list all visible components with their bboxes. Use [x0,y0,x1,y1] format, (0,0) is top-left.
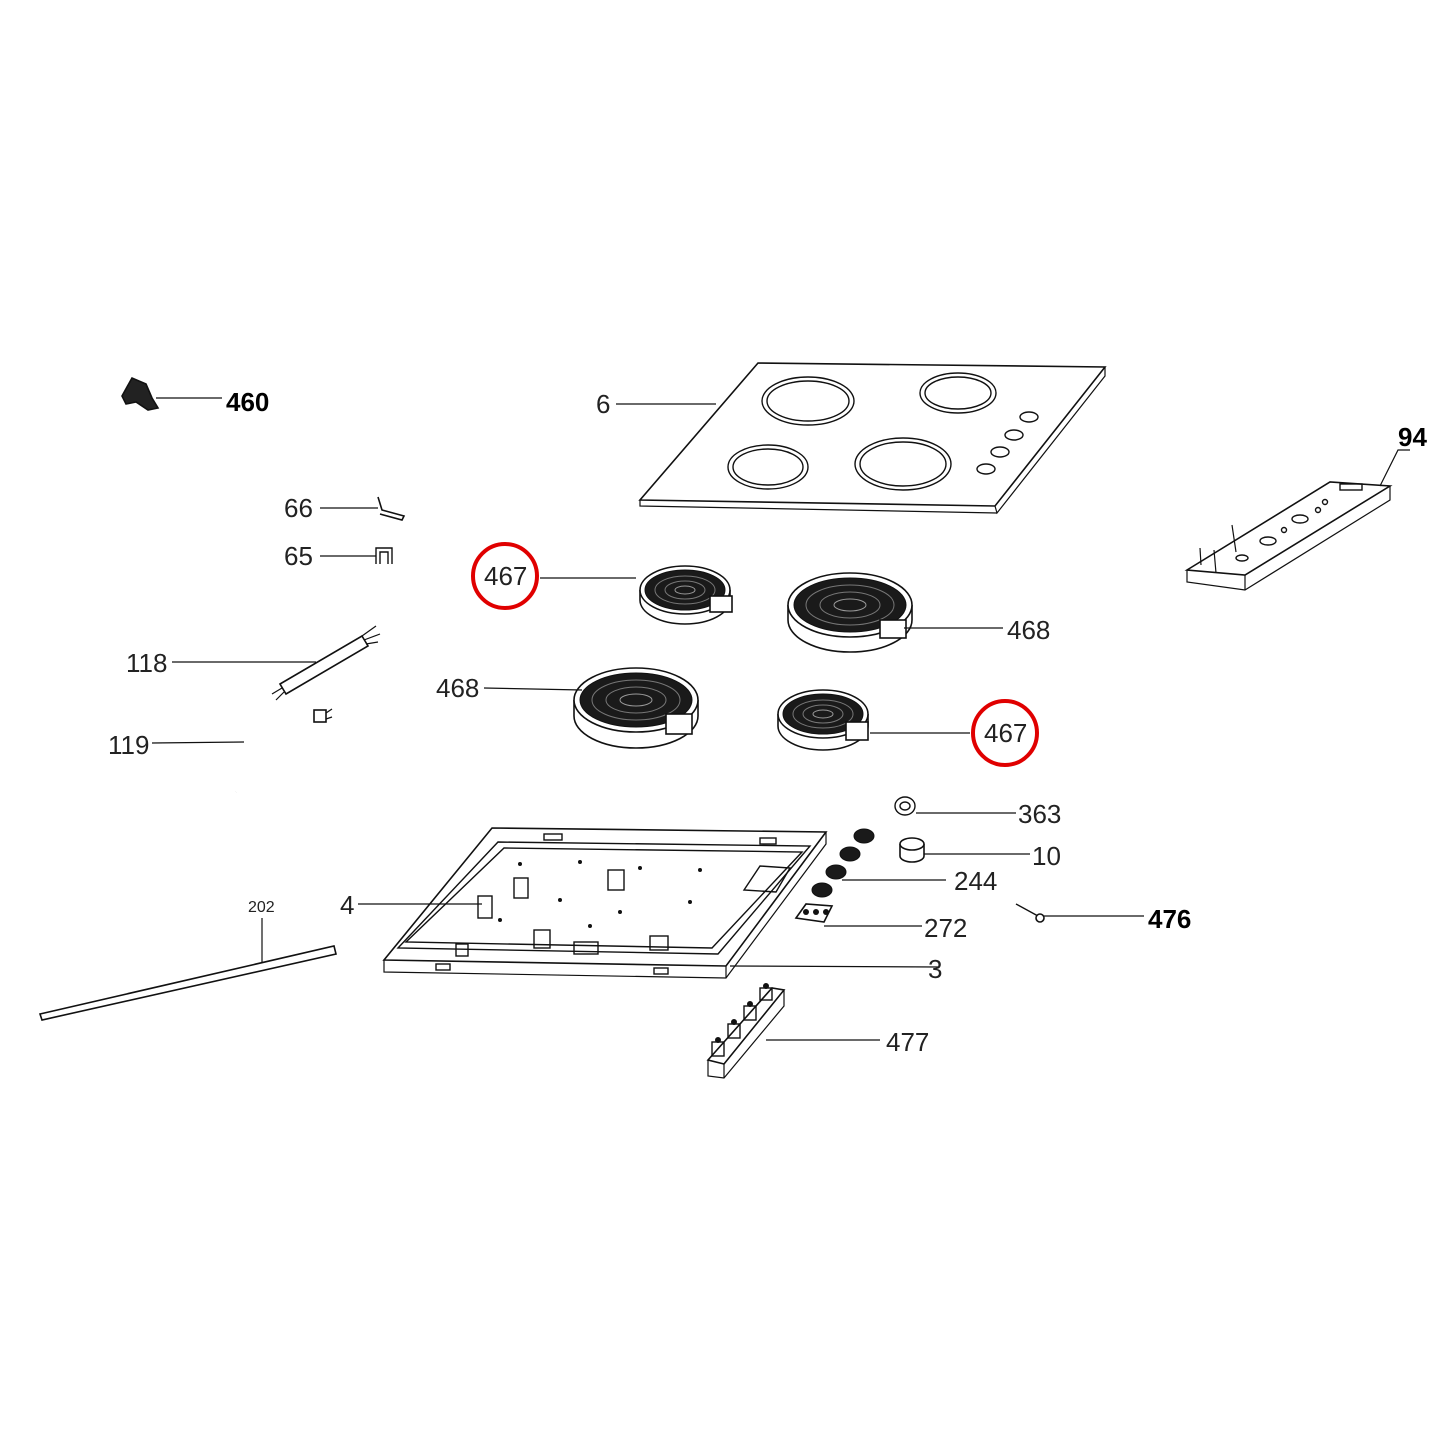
label-468-right: 468 [1007,615,1050,645]
part-467-heating-element-small-bottom [777,689,970,751]
label-65: 65 [284,541,313,571]
label-6: 6 [596,389,610,419]
label-467-bottom: 467 [984,718,1027,748]
label-66: 66 [284,493,313,523]
part-476-probe [1015,903,1144,923]
label-467-top: 467 [484,561,527,591]
part-468-heating-element-large-top [787,572,1003,653]
part-477-switch-block [706,983,880,1079]
label-4: 4 [340,890,354,920]
part-65-clip [320,547,393,564]
part-10-knob [899,837,1030,863]
part-363-spring [894,796,1016,816]
label-460: 460 [226,387,269,417]
label-476: 476 [1148,904,1191,934]
part-66-clip [320,496,406,521]
label-244: 244 [954,866,997,896]
label-94: 94 [1398,422,1427,452]
label-118: 118 [126,648,167,678]
part-272-terminal-block [794,903,922,927]
part-119-power-cord [151,708,333,793]
part-202-seal-strip [38,918,337,1021]
label-10: 10 [1032,841,1061,871]
part-3-base-frame [382,827,939,979]
label-119: 119 [108,730,149,760]
highlight-circle-467-bottom [971,699,1039,767]
label-202: 202 [248,899,275,916]
part-244-switch-set [811,828,946,898]
part-460-bracket [121,376,222,411]
label-3: 3 [928,954,942,984]
part-118-cable [172,625,381,701]
part-94-control-bracket [1184,449,1410,591]
label-468-left: 468 [436,673,479,703]
label-272: 272 [924,913,967,943]
label-363: 363 [1018,799,1061,829]
part-6-glass-top [616,362,1107,515]
part-468-heating-element-large-left [483,667,699,749]
part-4-mounting-brackets [358,860,702,957]
label-477: 477 [886,1027,929,1057]
highlight-circle-467-top [471,542,539,610]
part-467-heating-element-small-top [540,565,733,625]
